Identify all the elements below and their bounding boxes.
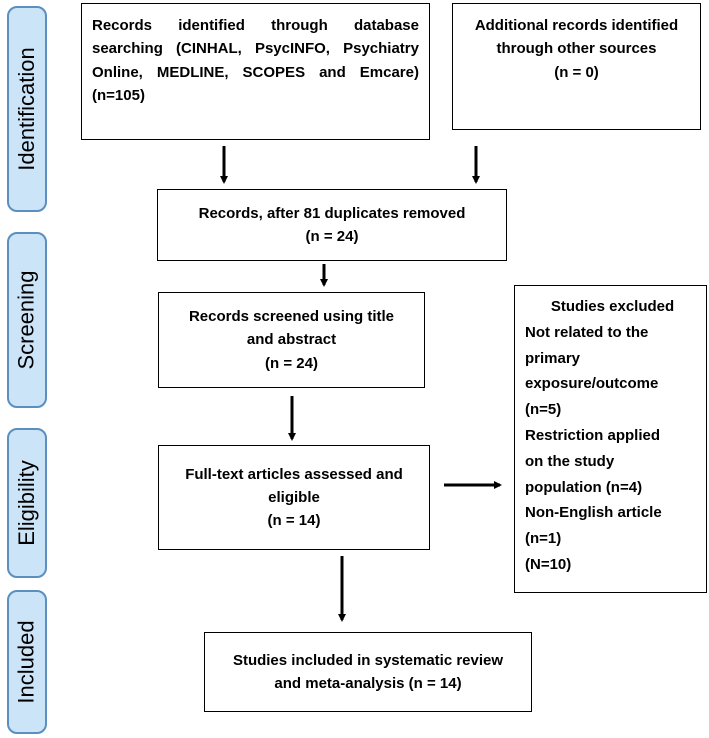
additional-records-count: (n = 0) xyxy=(554,63,599,81)
full-text-line-1: Full-text articles assessed and xyxy=(185,465,403,483)
studies-included-line-1: Studies included in systematic review xyxy=(232,651,504,669)
full-text-assessed-box: Full-text articles assessed and eligible… xyxy=(158,445,430,550)
excluded-line-4: (n=5) xyxy=(525,401,562,419)
stage-screening: Screening xyxy=(7,232,47,408)
records-screened-box: Records screened using title and abstrac… xyxy=(158,292,425,388)
studies-included-line-2: and meta-analysis (n = 14) xyxy=(274,675,462,692)
stage-included: Included xyxy=(7,590,47,734)
stage-eligibility: Eligibility xyxy=(7,428,47,578)
excluded-line-2: primary xyxy=(525,349,581,367)
additional-records-line-1: Additional records identified xyxy=(474,17,679,34)
full-text-line-2: eligible xyxy=(268,488,320,506)
duplicates-removed-line-1: Records, after 81 duplicates removed xyxy=(198,204,466,222)
excluded-line-9: (n=1) xyxy=(525,530,562,548)
studies-excluded-title: Studies excluded xyxy=(550,298,675,315)
records-screened-line-2: and abstract xyxy=(246,331,337,349)
records-screened-line-1: Records screened using title xyxy=(188,308,395,326)
additional-records-box: Additional records identified through ot… xyxy=(452,3,701,130)
excluded-line-6: on the study xyxy=(525,452,615,470)
excluded-line-7: population (n=4) xyxy=(525,478,643,496)
stage-identification: Identification xyxy=(7,6,47,212)
studies-included-box: Studies included in systematic review an… xyxy=(204,632,532,712)
records-screened-count: (n = 24) xyxy=(265,354,318,372)
excluded-line-3: exposure/outcome xyxy=(525,375,659,393)
duplicates-removed-count: (n = 24) xyxy=(305,228,359,245)
excluded-total: (N=10) xyxy=(525,555,572,573)
database-records-box: Records identified through database sear… xyxy=(81,3,430,140)
additional-records-line-2: through other sources xyxy=(496,40,657,58)
database-records-text: Records identified through database sear… xyxy=(92,17,419,104)
excluded-line-1: Not related to the xyxy=(525,323,649,341)
excluded-line-8: Non-English article xyxy=(525,504,662,522)
duplicates-removed-box: Records, after 81 duplicates removed (n … xyxy=(157,189,507,261)
excluded-line-5: Restriction applied xyxy=(525,426,661,444)
full-text-count: (n = 14) xyxy=(267,512,321,530)
studies-excluded-box: Studies excluded Not related to the prim… xyxy=(514,285,707,593)
